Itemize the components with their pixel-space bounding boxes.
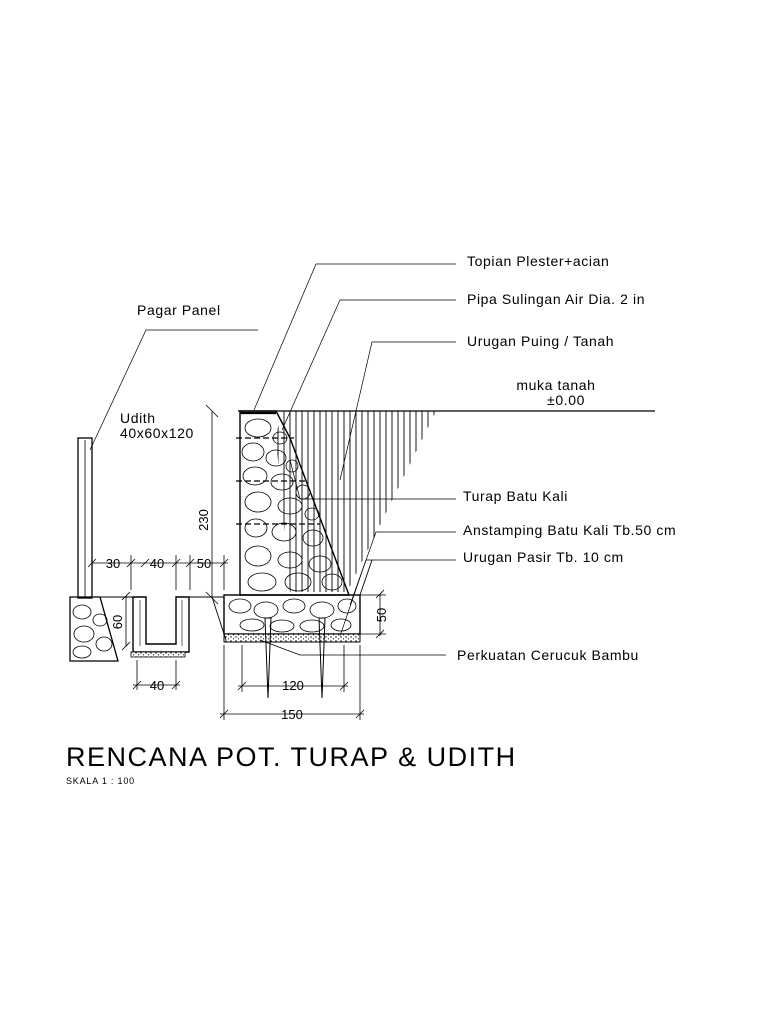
- label-pagar-panel: Pagar Panel: [137, 302, 221, 318]
- dim-150: 150: [281, 707, 303, 722]
- leader-lines: [89, 263, 456, 656]
- dim-30: 30: [106, 556, 120, 571]
- label-udith-size: 40x60x120: [120, 425, 194, 441]
- dim-230: 230: [196, 509, 211, 531]
- sand-bedding: [223, 633, 361, 643]
- fence-panel-post: [77, 437, 93, 599]
- backfill-soil-hatch: [276, 411, 436, 592]
- label-anstamping: Anstamping Batu Kali Tb.50 cm: [463, 522, 676, 538]
- retaining-wall: [236, 410, 351, 596]
- bamboo-piles: [264, 617, 326, 699]
- drawing-scale: SKALA 1 : 100: [66, 776, 135, 786]
- natural-ground: [100, 559, 373, 641]
- label-turap: Turap Batu Kali: [463, 488, 568, 504]
- fence-footing: [69, 596, 119, 662]
- label-urugan-puing: Urugan Puing / Tanah: [467, 333, 614, 349]
- dim-40-top: 40: [150, 556, 164, 571]
- dim-40-bottom: 40: [150, 678, 164, 693]
- u-ditch: [130, 596, 190, 658]
- weep-pipes: [236, 437, 320, 525]
- dim-50-right: 50: [374, 608, 389, 622]
- label-muka-tanah: muka tanah: [516, 377, 595, 393]
- dim-60: 60: [110, 615, 125, 629]
- label-urugan-pasir: Urugan Pasir Tb. 10 cm: [463, 549, 624, 565]
- drawing-title: RENCANA POT. TURAP & UDITH: [66, 742, 517, 772]
- dimension-lines: [87, 404, 386, 720]
- label-udith: Udith: [120, 410, 156, 426]
- label-cerucuk: Perkuatan Cerucuk Bambu: [457, 647, 639, 663]
- label-topian: Topian Plester+acian: [467, 253, 609, 269]
- dim-120: 120: [282, 678, 304, 693]
- foundation-anstamping: [223, 594, 361, 635]
- dim-50-top: 50: [197, 556, 211, 571]
- label-pipa: Pipa Sulingan Air Dia. 2 in: [467, 291, 645, 307]
- label-muka-tanah-level: ±0.00: [547, 392, 585, 408]
